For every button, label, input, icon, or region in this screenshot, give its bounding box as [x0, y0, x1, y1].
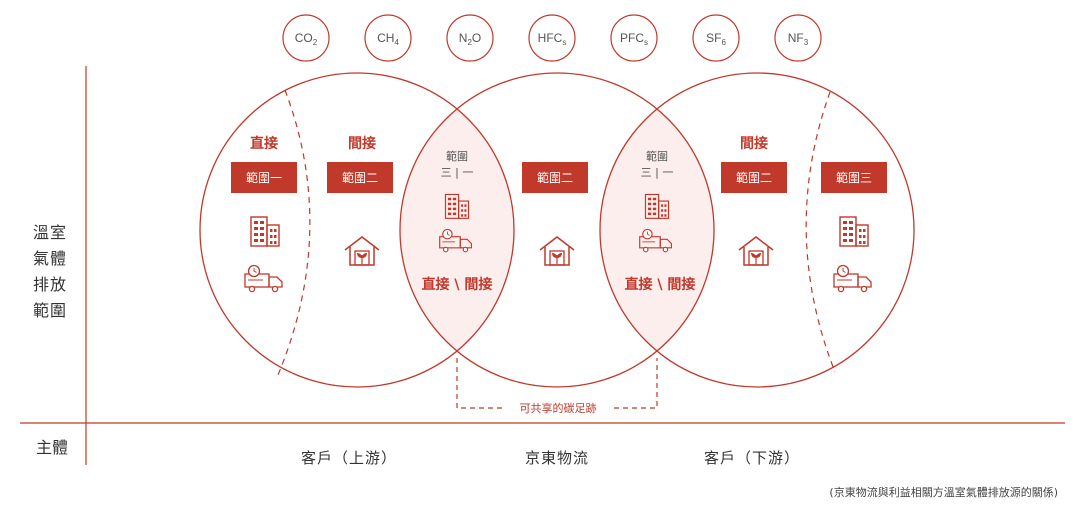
- gas-badge: N2O: [446, 14, 494, 62]
- gas-circle: [774, 14, 822, 62]
- shared-footprint-label: 可共享的碳足跡: [520, 401, 597, 415]
- center-scope2-box-label: 範圍二: [537, 170, 573, 185]
- house-plant-icon: [344, 236, 380, 266]
- gas-formula: CH4: [377, 31, 399, 47]
- overlap-scope-numbers: 三 | 一: [641, 166, 674, 179]
- gas-formula: PFCs: [620, 31, 648, 47]
- gas-formula: HFCs: [538, 31, 567, 47]
- overlap-scope-label: 範圍: [446, 149, 468, 163]
- gas-badge: CO2: [282, 14, 330, 62]
- overlap-relation-label: 直接 \ 間接: [422, 276, 493, 293]
- gas-badge: NF3: [774, 14, 822, 62]
- side-label-line: 氣體: [33, 249, 67, 268]
- figure-caption: (京東物流與利益相關方溫室氣體排放源的關係): [829, 485, 1058, 499]
- scope3-box-label: 範圍三: [836, 170, 872, 185]
- scope2-box: [327, 162, 393, 193]
- scope1-box-label: 範圍一: [246, 170, 282, 185]
- scope3-box: [821, 162, 887, 193]
- gas-circle: [610, 14, 658, 62]
- gas-circle: [692, 14, 740, 62]
- shared-footprint-bracket: [456, 358, 658, 409]
- indirect-title: 間接: [740, 135, 768, 152]
- side-label-line: 排放: [33, 275, 67, 294]
- emission-scope-side-label: 溫室 氣體 排放 範圍: [33, 223, 67, 320]
- overlap-scope-numbers: 三 | 一: [441, 166, 474, 179]
- upstream-customer-label: 客戶（上游）: [301, 449, 397, 467]
- downstream-circle: [599, 72, 915, 388]
- overlap-left-fill: [400, 73, 514, 387]
- overlap-right-fill: [600, 73, 714, 387]
- gas-formula: CO2: [295, 31, 318, 47]
- gas-formula: NF3: [788, 31, 809, 47]
- gas-badge: HFCs: [528, 14, 576, 62]
- downstream-customer-label: 客戶（下游）: [704, 449, 800, 467]
- gas-badge: SF6: [692, 14, 740, 62]
- center-scope2-box: [522, 162, 588, 193]
- right-dashed-divider: [805, 91, 836, 373]
- house-plant-icon: [738, 236, 774, 266]
- gas-circle: [364, 14, 412, 62]
- building-icon: [250, 216, 280, 247]
- direct-title: 直接: [250, 135, 278, 152]
- gas-circle: [446, 14, 494, 62]
- overlap-relation-label: 直接 \ 間接: [625, 276, 696, 293]
- side-label-line: 範圍: [33, 301, 67, 320]
- gas-circle: [528, 14, 576, 62]
- subject-label: 主體: [36, 438, 68, 457]
- gas-circle: [282, 14, 330, 62]
- delivery-truck-icon: [244, 264, 283, 293]
- scope2-box-label: 範圍二: [736, 170, 772, 185]
- scope2-box: [721, 162, 787, 193]
- house-plant-icon: [539, 236, 575, 266]
- gas-formula: SF6: [706, 31, 726, 47]
- side-label-line: 溫室: [33, 223, 67, 242]
- gas-badge: CH4: [364, 14, 412, 62]
- delivery-truck-icon: [833, 264, 872, 293]
- gas-formula: N2O: [459, 31, 481, 47]
- overlap-scope-label: 範圍: [646, 149, 668, 163]
- upstream-circle: [199, 72, 515, 388]
- gas-badge: PFCs: [610, 14, 658, 62]
- greenhouse-gas-list: CO2 CH4 N2O HFCs PFCs SF6 NF3: [282, 14, 822, 62]
- indirect-title: 間接: [348, 135, 376, 152]
- jd-logistics-label: 京東物流: [525, 449, 589, 467]
- building-icon: [839, 216, 869, 247]
- center-circle: [399, 72, 715, 388]
- left-dashed-divider: [277, 89, 311, 376]
- scope2-box-label: 範圍二: [342, 170, 378, 185]
- scope1-box: [231, 162, 297, 193]
